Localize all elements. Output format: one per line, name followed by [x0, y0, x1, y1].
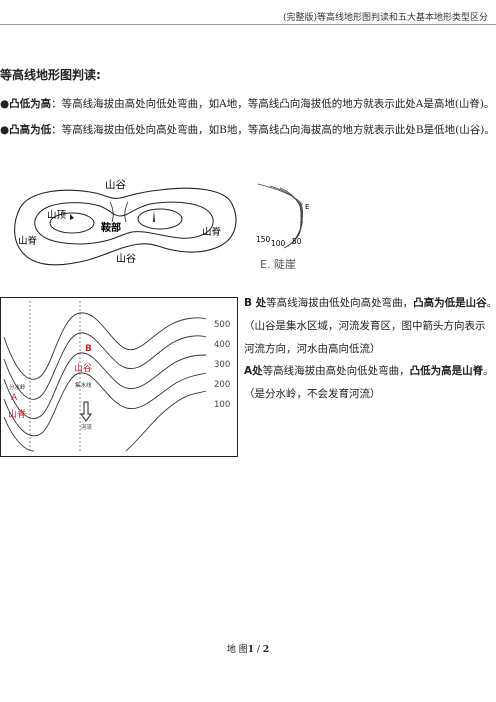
axis-label-300: 300: [214, 360, 230, 370]
bullet-term: 凸高为低: [9, 124, 52, 136]
ridge-valley-diagram: 500 400 300 200 100 B 山谷 分水岭 A 山脊 集水线 河流: [0, 297, 238, 457]
paragraph-a-line2: （是分水岭，不会发育河流）: [244, 388, 381, 400]
label-saddle: 鞍部: [101, 221, 121, 234]
label-a: A: [11, 393, 18, 403]
bullet-dot-icon: ●: [0, 124, 10, 136]
paragraph-a-prefix: A处: [244, 365, 263, 377]
page-footer: 地 图1 / 2: [0, 642, 496, 655]
paragraph-a-bold: 凸低为高是山脊: [409, 365, 484, 377]
paragraph-b-text: 等高线海拔由低处向高处弯曲，: [266, 297, 414, 309]
label-150: 150: [256, 235, 271, 244]
paragraph-b-bold: 凸高为低是山谷: [413, 297, 487, 309]
cliff-diagram: E 150 100 50 E. 陡崖: [256, 183, 309, 270]
footer-page: 1: [247, 645, 255, 655]
label-watershed: 分水岭: [9, 383, 26, 391]
peak-triangle-icon: [153, 210, 155, 222]
contour-map-diagram: 山谷 山顶 鞍部 山脊 山脊 山谷: [14, 179, 237, 266]
label-ridge-right: 山脊: [202, 226, 222, 238]
bullet-term: 凸低为高: [9, 98, 52, 110]
paragraph-b-line3: 河流方向，河水由高向低流）: [244, 343, 381, 355]
label-river: 河流: [81, 423, 93, 431]
bullet-sep: ：: [51, 124, 62, 136]
paragraph-b-line2: （山谷是集水区域，河流发育区，图中箭头方向表示: [244, 320, 486, 332]
paragraph-a: A处等高线海拔由高处向低处弯曲，凸低为高是山脊。 （是分水岭，不会发育河流）: [244, 360, 494, 406]
paragraph-a-text: 等高线海拔由高处向低处弯曲，: [262, 365, 410, 377]
axis-label-200: 200: [214, 380, 230, 390]
bullet-text: 等高线海拔由低处向高处弯曲，如B地，等高线凸向海拔高的地方就表示此处B是低地(山…: [61, 124, 495, 136]
paragraph-b: B 处等高线海拔由低处向高处弯曲，凸高为低是山谷。 （山谷是集水区域，河流发育区…: [244, 292, 496, 361]
footer-total: 2: [262, 645, 270, 655]
footer-sep: /: [254, 645, 263, 655]
label-50: 50: [292, 237, 302, 246]
label-ridge: 山脊: [8, 408, 26, 420]
label-valley-top: 山谷: [105, 179, 126, 191]
section-title: 等高线地形图判读:: [0, 68, 101, 82]
label-ridge-left: 山脊: [18, 235, 38, 247]
section-title-text: 等高线地形图判读: [0, 68, 97, 82]
label-peak: 山顶: [47, 210, 67, 221]
paragraph-b-prefix: B 处: [244, 297, 267, 309]
axis-label-100: 100: [214, 400, 230, 410]
bullet-convex-high: ●凸高为低：等高线海拔由低处向高处弯曲，如B地，等高线凸向海拔高的地方就表示此处…: [0, 122, 495, 137]
page-header: (完整版)等高线地形图判读和五大基本地形类型区分: [282, 13, 488, 23]
peak-triangle-icon: [70, 214, 74, 220]
axis-label-500: 500: [214, 320, 230, 330]
cliff-caption: E. 陡崖: [260, 258, 296, 270]
axis-label-400: 400: [214, 340, 230, 350]
header-rule: [0, 24, 496, 25]
bullet-text: 等高线海拔由高处向低处弯曲，如A地，等高线凸向海拔低的地方就表示此处A是高地(山…: [61, 98, 495, 110]
label-b: B: [85, 344, 92, 354]
bullet-sep: ：: [51, 98, 62, 110]
label-valley-bottom: 山谷: [116, 253, 136, 265]
footer-label: 地 图: [226, 645, 248, 655]
river-arrow-icon: [80, 401, 92, 422]
label-catchment: 集水线: [75, 381, 92, 389]
bullet-dot-icon: ●: [0, 98, 10, 110]
label-valley: 山谷: [74, 363, 92, 374]
paragraph-a-end: 。: [483, 365, 494, 377]
paragraph-b-end: 。: [487, 297, 496, 309]
paragraph-a-line1: A处等高线海拔由高处向低处弯曲，凸低为高是山脊。: [244, 360, 494, 383]
label-e: E: [305, 203, 309, 211]
bullet-convex-low: ●凸低为高：等高线海拔由高处向低处弯曲，如A地，等高线凸向海拔低的地方就表示此处…: [0, 96, 495, 111]
paragraph-b-line1: B 处等高线海拔由低处向高处弯曲，凸高为低是山谷。: [244, 292, 496, 315]
label-100: 100: [271, 239, 286, 248]
